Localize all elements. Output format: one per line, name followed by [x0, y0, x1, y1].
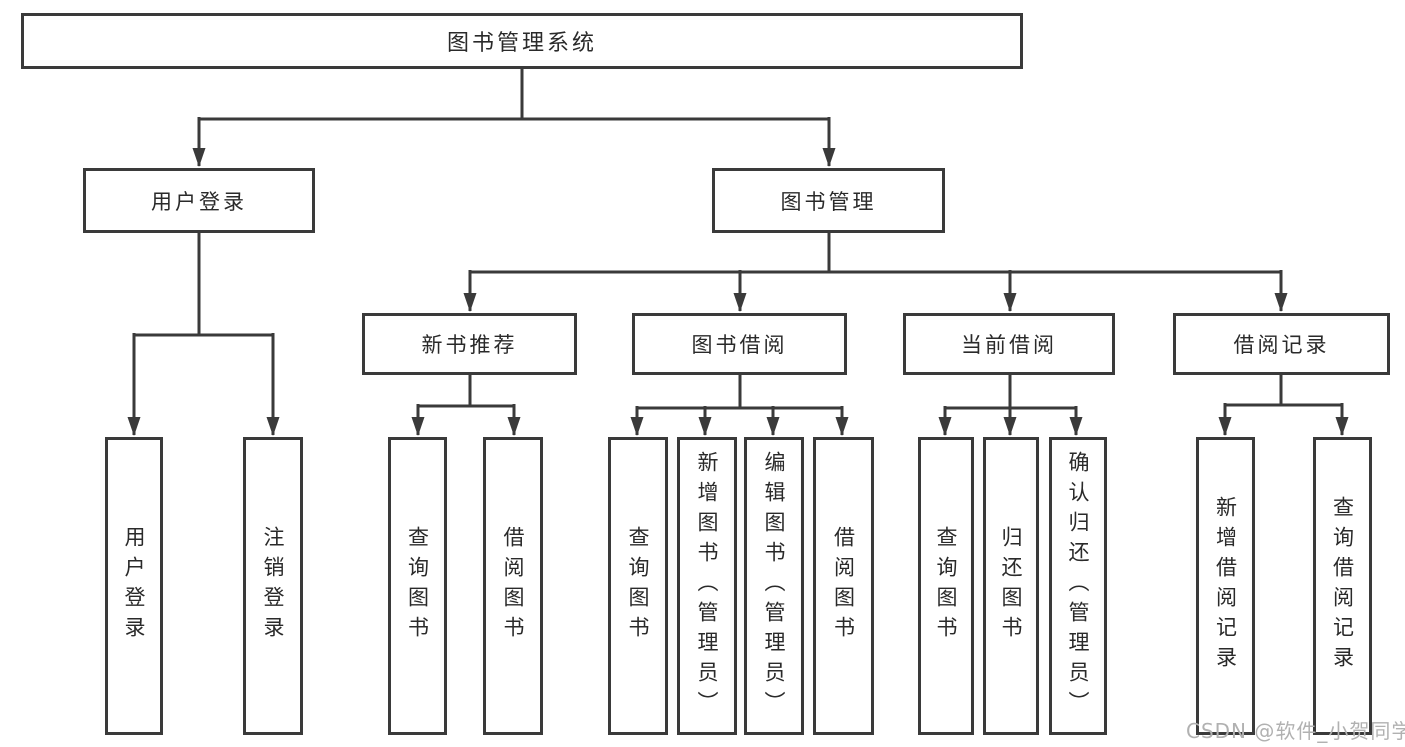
leaf-user-login: 用户登录: [105, 437, 163, 735]
leaf-br-add-record-label: 新增借阅记录: [1213, 496, 1238, 676]
leaf-rec-query-books-label: 查询图书: [405, 526, 430, 646]
leaf-cb-return-books: 归还图书: [983, 437, 1039, 735]
leaf-bb-edit-books-admin: 编辑图书（管理员）: [744, 437, 804, 735]
leaf-user-login-label: 用户登录: [122, 526, 146, 646]
leaf-bb-add-books-admin-label: 新增图书（管理员）: [695, 451, 719, 721]
leaf-bb-add-books-admin: 新增图书（管理员）: [677, 437, 737, 735]
leaf-cb-query-books: 查询图书: [918, 437, 974, 735]
leaf-br-add-record: 新增借阅记录: [1196, 437, 1255, 735]
leaf-bb-borrow-books: 借阅图书: [813, 437, 874, 735]
node-borrow-record: 借阅记录: [1173, 313, 1390, 375]
node-root-label: 图书管理系统: [446, 31, 597, 56]
connector-new-book-rec-trunk: [418, 375, 514, 408]
leaf-bb-query-books-label: 查询图书: [626, 526, 650, 646]
leaf-rec-borrow-books-label: 借阅图书: [501, 526, 525, 646]
leaf-bb-borrow-books-label: 借阅图书: [831, 526, 856, 646]
node-user-login: 用户登录: [83, 168, 315, 233]
leaf-bb-edit-books-admin-label: 编辑图书（管理员）: [762, 451, 786, 721]
leaf-logout-label: 注销登录: [261, 526, 285, 646]
leaf-cb-confirm-return-admin: 确认归还（管理员）: [1049, 437, 1107, 735]
node-book-borrow-label: 图书借阅: [691, 333, 788, 357]
node-borrow-record-label: 借阅记录: [1233, 333, 1330, 357]
leaf-cb-confirm-return-admin-label: 确认归还（管理员）: [1066, 451, 1090, 721]
node-new-book-rec: 新书推荐: [362, 313, 577, 375]
node-new-book-rec-label: 新书推荐: [421, 333, 518, 357]
leaf-bb-query-books: 查询图书: [608, 437, 668, 735]
leaf-rec-borrow-books: 借阅图书: [483, 437, 543, 735]
leaf-br-query-record-label: 查询借阅记录: [1330, 496, 1355, 676]
leaf-logout: 注销登录: [243, 437, 303, 735]
csdn-watermark: CSDN @软件_小贺同学: [1186, 719, 1405, 743]
connector-book-mgmt-trunk: [470, 233, 1281, 274]
leaf-rec-query-books: 查询图书: [388, 437, 447, 735]
leaf-cb-return-books-label: 归还图书: [999, 526, 1023, 646]
leaf-cb-query-books-label: 查询图书: [934, 526, 958, 646]
node-book-mgmt-label: 图书管理: [780, 189, 877, 214]
connector-current-borrow-trunk: [945, 375, 1076, 410]
node-root: 图书管理系统: [21, 13, 1023, 69]
node-book-borrow: 图书借阅: [632, 313, 847, 375]
connector-user-login-trunk: [134, 233, 273, 337]
node-current-borrow: 当前借阅: [903, 313, 1115, 375]
connector-borrow-record-trunk: [1225, 375, 1342, 407]
node-current-borrow-label: 当前借阅: [961, 333, 1057, 357]
leaf-br-query-record: 查询借阅记录: [1313, 437, 1372, 735]
node-user-login-label: 用户登录: [151, 189, 247, 214]
connector-book-borrow-trunk: [637, 375, 842, 410]
connector-root-trunk: [199, 69, 829, 121]
node-book-mgmt: 图书管理: [712, 168, 945, 233]
